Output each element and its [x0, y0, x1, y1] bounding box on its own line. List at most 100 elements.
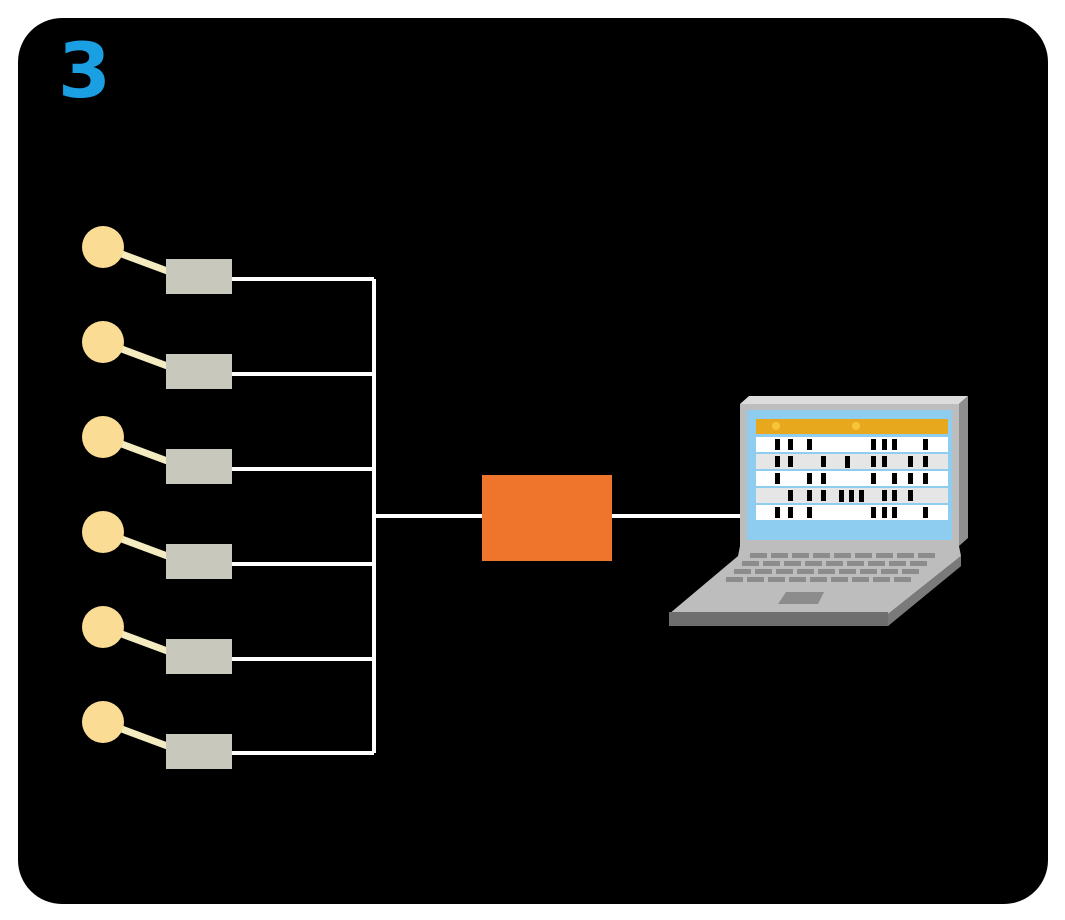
screen-row	[756, 471, 948, 486]
screen-cell-mark	[871, 473, 876, 484]
probe-head	[82, 606, 124, 648]
keyboard-key	[855, 553, 872, 558]
laptop-lid-side	[959, 396, 968, 546]
keyboard-key	[834, 553, 851, 558]
keyboard-key	[810, 577, 827, 582]
laptop-touchpad	[778, 592, 824, 604]
laptop-lid-top	[740, 396, 968, 404]
screen-cell-mark	[923, 473, 928, 484]
step-number: 3	[58, 26, 111, 115]
sensor-box	[166, 259, 232, 294]
probe-head	[82, 226, 124, 268]
keyboard-key	[831, 577, 848, 582]
screen-cell-mark	[892, 507, 897, 518]
screen-cell-mark	[821, 456, 826, 467]
screen-cell-mark	[871, 439, 876, 450]
data-hub-box	[482, 475, 612, 561]
laptop-base-front	[669, 612, 888, 626]
keyboard-key	[742, 561, 759, 566]
sensor-5	[82, 606, 232, 674]
screen-cell-mark	[821, 473, 826, 484]
screen-cell-mark	[788, 439, 793, 450]
keyboard-key	[826, 561, 843, 566]
screen-cell-mark	[908, 456, 913, 467]
screen-cell-mark	[807, 439, 812, 450]
keyboard-key	[813, 553, 830, 558]
probe-head	[82, 511, 124, 553]
keyboard-key	[747, 577, 764, 582]
probe-head	[82, 321, 124, 363]
keyboard-key	[839, 569, 856, 574]
sensor-1	[82, 226, 232, 294]
screen-cell-mark	[775, 439, 780, 450]
screen-header-bar	[756, 419, 948, 434]
keyboard-key	[847, 561, 864, 566]
keyboard-key	[726, 577, 743, 582]
sensors	[82, 226, 232, 769]
screen-cell-mark	[871, 456, 876, 467]
sensor-4	[82, 511, 232, 579]
screen-cell-mark	[775, 456, 780, 467]
keyboard-key	[750, 553, 767, 558]
keyboard-key	[784, 561, 801, 566]
sensor-box	[166, 544, 232, 579]
screen-cell-mark	[908, 490, 913, 501]
keyboard-key	[894, 577, 911, 582]
screen-cell-mark	[871, 507, 876, 518]
screen-cell-mark	[807, 490, 812, 501]
screen-row	[756, 454, 948, 469]
keyboard-key	[873, 577, 890, 582]
screen-cell-mark	[775, 507, 780, 518]
screen-cell-mark	[882, 456, 887, 467]
keyboard-key	[763, 561, 780, 566]
keyboard-key	[771, 553, 788, 558]
screen-cell-mark	[807, 507, 812, 518]
keyboard-key	[776, 569, 793, 574]
screen-cell-mark	[821, 490, 826, 501]
probe-head	[82, 416, 124, 458]
screen-cell-mark	[882, 439, 887, 450]
sensor-box	[166, 449, 232, 484]
laptop-keyboard	[726, 553, 935, 582]
screen-cell-mark	[807, 473, 812, 484]
sensor-2	[82, 321, 232, 389]
screen-row	[756, 437, 948, 452]
probe-head	[82, 701, 124, 743]
screen-cell-mark	[892, 490, 897, 501]
screen-cell-mark	[923, 456, 928, 467]
keyboard-key	[852, 577, 869, 582]
keyboard-key	[797, 569, 814, 574]
keyboard-key	[805, 561, 822, 566]
screen-cell-mark	[882, 490, 887, 501]
keyboard-key	[868, 561, 885, 566]
keyboard-key	[881, 569, 898, 574]
screen-cell-mark	[788, 490, 793, 501]
wiring	[210, 277, 742, 755]
screen-cell-mark	[859, 490, 864, 502]
keyboard-key	[789, 577, 806, 582]
keyboard-key	[876, 553, 893, 558]
keyboard-key	[910, 561, 927, 566]
connection-diagram	[82, 226, 968, 769]
screen-cell-mark	[775, 473, 780, 484]
screen-row	[756, 505, 948, 520]
screen-cell-mark	[845, 456, 850, 468]
keyboard-key	[818, 569, 835, 574]
sensor-box	[166, 639, 232, 674]
screen-cell-mark	[788, 456, 793, 467]
keyboard-key	[755, 569, 772, 574]
keyboard-key	[897, 553, 914, 558]
screen-cell-mark	[923, 507, 928, 518]
screen-cell-mark	[892, 473, 897, 484]
keyboard-key	[734, 569, 751, 574]
screen-cell-mark	[849, 490, 854, 502]
keyboard-key	[792, 553, 809, 558]
sensor-3	[82, 416, 232, 484]
sensor-6	[82, 701, 232, 769]
keyboard-key	[889, 561, 906, 566]
keyboard-key	[768, 577, 785, 582]
screen-cell-mark	[908, 473, 913, 484]
laptop	[669, 396, 968, 626]
screen-cell-mark	[923, 439, 928, 450]
sensor-box	[166, 734, 232, 769]
